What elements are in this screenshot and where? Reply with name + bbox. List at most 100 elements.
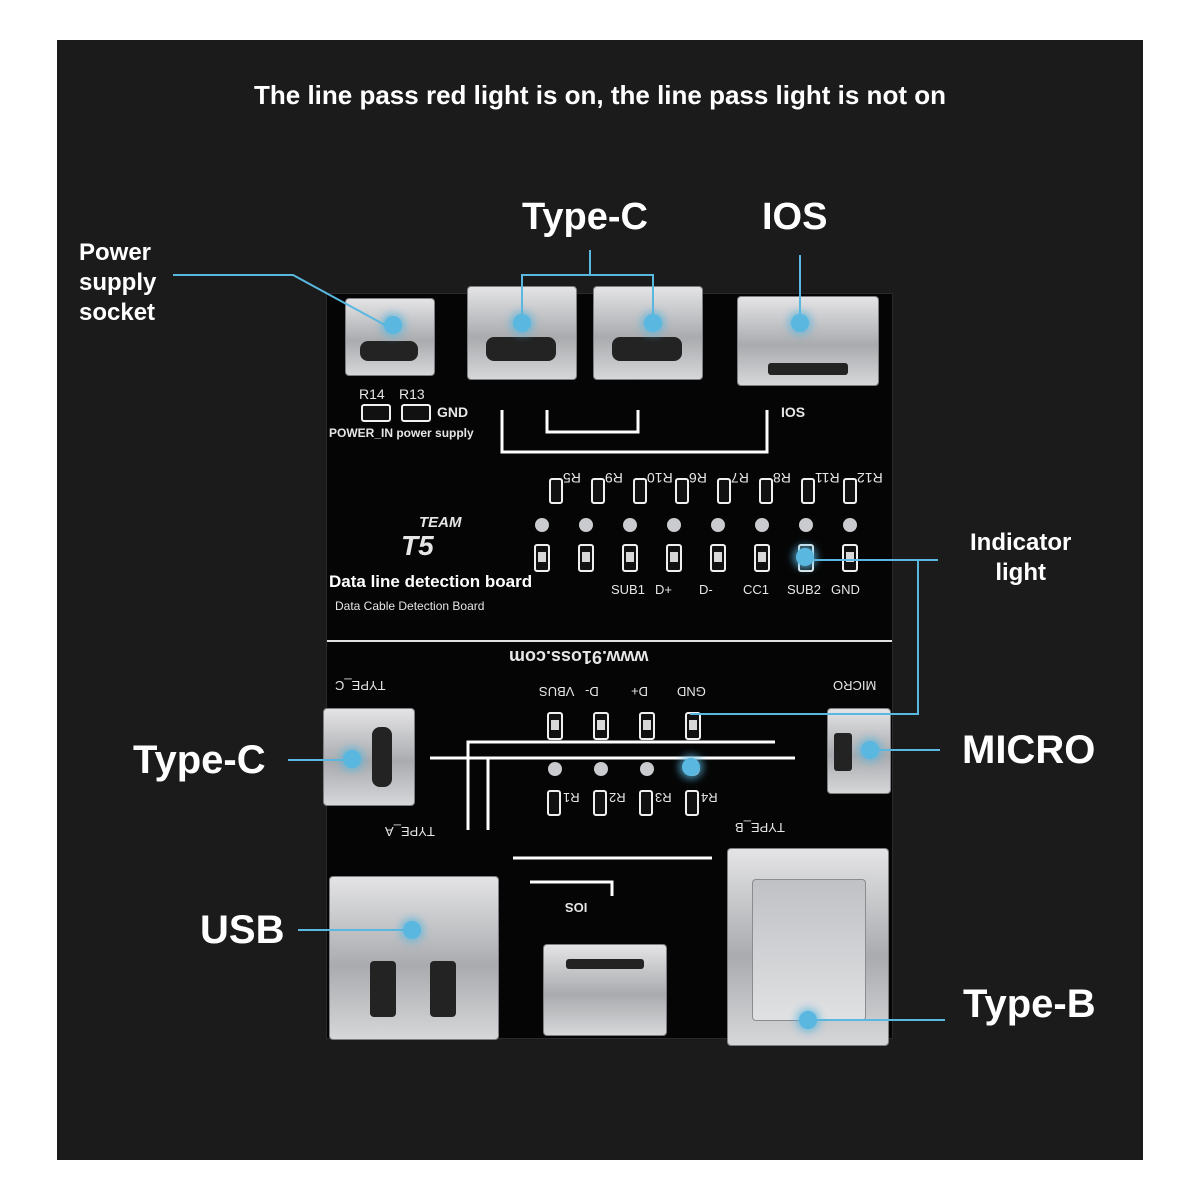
resistor-bottom bbox=[547, 790, 561, 816]
power-callout-line-3: socket bbox=[79, 299, 156, 326]
indicator-callout-line-1: Indicator bbox=[970, 529, 1072, 556]
led-label-bottom: VBUS bbox=[539, 684, 575, 699]
resistor-top bbox=[759, 478, 773, 504]
led-indicator-round-bottom bbox=[548, 762, 562, 776]
resistor-label-top: R6 bbox=[689, 470, 707, 486]
highlight-dot-gnd bbox=[682, 758, 700, 776]
resistor-r14 bbox=[361, 404, 391, 422]
ios-port-top bbox=[737, 296, 879, 386]
usb-callout: USB bbox=[200, 908, 285, 952]
led-chip bbox=[666, 544, 682, 572]
ios-top-callout: IOS bbox=[762, 196, 828, 238]
type-a-silk-label: TYPE_A bbox=[385, 824, 435, 839]
led-label-top: SUB2 bbox=[787, 582, 821, 597]
resistor-label-top: R9 bbox=[605, 470, 623, 486]
board-divider bbox=[327, 640, 892, 642]
usb-type-a-port bbox=[329, 876, 499, 1040]
resistor-label-bottom: R2 bbox=[609, 790, 626, 805]
led-chip bbox=[754, 544, 770, 572]
resistor-top bbox=[633, 478, 647, 504]
led-indicator-round bbox=[799, 518, 813, 532]
led-indicator-round bbox=[623, 518, 637, 532]
ios-silk-label: IOS bbox=[781, 404, 806, 420]
led-indicator-round bbox=[667, 518, 681, 532]
power-supply-socket-callout: Power supply socket bbox=[79, 238, 156, 328]
led-chip bbox=[578, 544, 594, 572]
led-label-top: CC1 bbox=[743, 582, 770, 597]
highlight-dot-power bbox=[384, 316, 402, 334]
highlight-dot-type-c-left bbox=[343, 750, 361, 768]
type-c-port-side bbox=[323, 708, 415, 806]
type-c-top-callout: Type-C bbox=[522, 196, 648, 238]
resistor-r13 bbox=[401, 404, 431, 422]
led-indicator-round bbox=[711, 518, 725, 532]
resistor-top bbox=[801, 478, 815, 504]
led-indicator-round bbox=[535, 518, 549, 532]
type-c-port-1 bbox=[467, 286, 577, 380]
led-label-top: D+ bbox=[655, 582, 672, 597]
led-chip bbox=[710, 544, 726, 572]
power-in-label: POWER_IN power supply bbox=[329, 426, 474, 440]
highlight-dot-type-c-1 bbox=[513, 314, 531, 332]
led-label-bottom: D- bbox=[585, 684, 599, 699]
indicator-light-callout: Indicator light bbox=[970, 528, 1071, 588]
resistor-top bbox=[717, 478, 731, 504]
model-label: T5 bbox=[401, 530, 434, 561]
board-subtitle: Data Cable Detection Board bbox=[335, 599, 485, 613]
gnd-label: GND bbox=[437, 404, 469, 420]
micro-callout: MICRO bbox=[962, 728, 1096, 772]
type-b-callout: Type-B bbox=[963, 982, 1096, 1026]
resistor-label-top: R12 bbox=[857, 470, 883, 486]
type-c-port-2 bbox=[593, 286, 703, 380]
resistor-label-bottom: R1 bbox=[563, 790, 580, 805]
type-c-silk-label: TYPE_C bbox=[335, 678, 386, 693]
power-callout-line-2: supply bbox=[79, 269, 157, 296]
resistor-top bbox=[675, 478, 689, 504]
highlight-dot-indicator bbox=[796, 548, 814, 566]
type-b-silk-label: TYPE_B bbox=[735, 820, 785, 835]
resistor-label-top: R8 bbox=[773, 470, 791, 486]
resistor-label-top: R5 bbox=[563, 470, 581, 486]
resistor-bottom bbox=[685, 790, 699, 816]
resistor-bottom bbox=[639, 790, 653, 816]
indicator-callout-line-2: light bbox=[995, 559, 1046, 586]
led-indicator-round bbox=[755, 518, 769, 532]
website-label: www.91oss.com bbox=[509, 647, 649, 667]
led-indicator-round-bottom bbox=[594, 762, 608, 776]
led-chip-bottom bbox=[685, 712, 701, 740]
resistor-label-top: R11 bbox=[815, 470, 840, 486]
power-supply-type-c-port bbox=[345, 298, 435, 376]
led-chip-bottom bbox=[547, 712, 563, 740]
resistor-label-bottom: R3 bbox=[655, 790, 672, 805]
highlight-dot-type-b bbox=[799, 1011, 817, 1029]
board-title: Data line detection board bbox=[329, 572, 533, 591]
led-chip bbox=[622, 544, 638, 572]
micro-silk-label: MICRO bbox=[833, 678, 877, 693]
type-c-left-callout: Type-C bbox=[133, 738, 266, 782]
team-label: TEAM bbox=[419, 514, 462, 531]
highlight-dot-type-c-2 bbox=[644, 314, 662, 332]
led-chip-bottom bbox=[639, 712, 655, 740]
highlight-dot-micro bbox=[861, 741, 879, 759]
resistor-bottom bbox=[593, 790, 607, 816]
led-indicator-round-bottom bbox=[640, 762, 654, 776]
led-label-top: GND bbox=[831, 582, 860, 597]
led-label-top: D- bbox=[699, 582, 713, 597]
led-chip-bottom bbox=[593, 712, 609, 740]
led-label-bottom: GND bbox=[677, 684, 706, 699]
ios-bottom-silk-label: IOS bbox=[565, 900, 588, 915]
led-indicator-round bbox=[579, 518, 593, 532]
led-indicator-round bbox=[843, 518, 857, 532]
resistor-top bbox=[549, 478, 563, 504]
resistor-label-top: R10 bbox=[647, 470, 673, 486]
ios-port-bottom bbox=[543, 944, 667, 1036]
resistor-label-top: R7 bbox=[731, 470, 749, 486]
resistor-top bbox=[591, 478, 605, 504]
resistor-label-r14: R14 bbox=[359, 386, 385, 402]
micro-usb-port bbox=[827, 708, 891, 794]
power-callout-line-1: Power bbox=[79, 239, 152, 266]
resistor-top bbox=[843, 478, 857, 504]
header-caption: The line pass red light is on, the line … bbox=[254, 80, 946, 110]
led-chip bbox=[842, 544, 858, 572]
resistor-label-bottom: R4 bbox=[701, 790, 718, 805]
